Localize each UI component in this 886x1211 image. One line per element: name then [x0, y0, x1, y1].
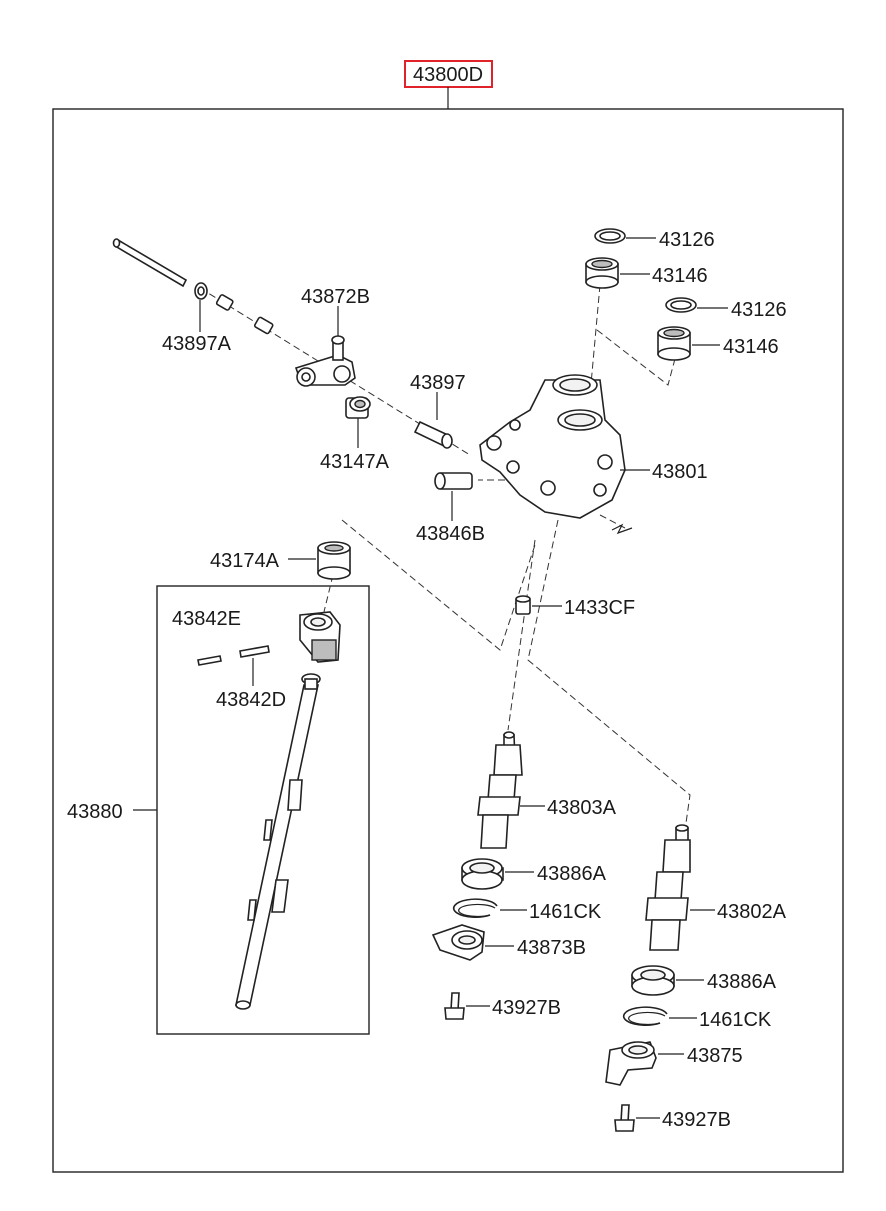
- label-43803a: 43803A: [547, 797, 617, 819]
- assembly-frame: [52, 108, 844, 1173]
- bearing-43146-a[interactable]: [585, 257, 619, 289]
- label-43875: 43875: [687, 1045, 743, 1067]
- label-43897a: 43897A: [162, 333, 232, 355]
- collar-1433cf[interactable]: [515, 595, 531, 615]
- small-bushing[interactable]: [215, 294, 234, 311]
- label-1461ck-a: 1461CK: [529, 901, 602, 923]
- label-43873b: 43873B: [517, 937, 586, 959]
- lever-43875[interactable]: [605, 1041, 657, 1086]
- label-43842d: 43842D: [216, 689, 286, 711]
- label-43886a-a: 43886A: [537, 863, 607, 885]
- break-mark: [611, 523, 633, 535]
- label-43927b-a: 43927B: [492, 997, 561, 1019]
- pin-43842e[interactable]: [197, 655, 222, 666]
- plug-43846b[interactable]: [434, 472, 473, 490]
- ring-43126-b[interactable]: [665, 297, 697, 313]
- label-43146-b: 43146: [723, 336, 779, 358]
- washer-43897a[interactable]: [194, 282, 208, 300]
- gear-segment[interactable]: [299, 611, 341, 663]
- label-43886a-b: 43886A: [707, 971, 777, 993]
- label-43897: 43897: [410, 372, 466, 394]
- shift-rod-43880[interactable]: [235, 673, 321, 1010]
- label-43174a: 43174A: [210, 550, 280, 572]
- sleeve-43897[interactable]: [413, 420, 453, 449]
- label-43126-a: 43126: [659, 229, 715, 251]
- ring-43126-a[interactable]: [594, 228, 626, 244]
- label-43872b: 43872B: [301, 286, 370, 308]
- bushing-43174a[interactable]: [317, 541, 351, 580]
- bolt-43927b-b[interactable]: [614, 1104, 635, 1132]
- shaft-43802a[interactable]: [645, 824, 691, 951]
- label-43846b: 43846B: [416, 523, 485, 545]
- pin-43842d[interactable]: [239, 645, 270, 658]
- bolt-43927b-a[interactable]: [444, 992, 465, 1020]
- bushing-43147a[interactable]: [345, 396, 371, 419]
- label-1461ck-b: 1461CK: [699, 1009, 772, 1031]
- label-43802a: 43802A: [717, 901, 787, 923]
- small-bushing-2[interactable]: [254, 316, 274, 335]
- housing-43801[interactable]: [479, 374, 626, 519]
- seal-43886a-a[interactable]: [461, 858, 504, 890]
- label-43801: 43801: [652, 461, 708, 483]
- subassembly-number: 43880: [67, 801, 123, 823]
- circlip-1461ck-b[interactable]: [622, 1006, 668, 1026]
- shaft-43803a[interactable]: [477, 731, 523, 849]
- long-pin[interactable]: [112, 238, 188, 288]
- lever-43873b[interactable]: [431, 924, 485, 961]
- label-43842e: 43842E: [172, 608, 241, 630]
- bearing-43146-b[interactable]: [657, 326, 691, 361]
- label-43146-a: 43146: [652, 265, 708, 287]
- label-1433cf: 1433CF: [564, 597, 635, 619]
- label-43927b-b: 43927B: [662, 1109, 731, 1131]
- label-43147a: 43147A: [320, 451, 390, 473]
- seal-43886a-b[interactable]: [631, 965, 675, 996]
- lever-43872b[interactable]: [294, 335, 356, 387]
- circlip-1461ck-a[interactable]: [452, 898, 498, 918]
- label-43126-b: 43126: [731, 299, 787, 321]
- assembly-number: 43800D: [413, 64, 483, 86]
